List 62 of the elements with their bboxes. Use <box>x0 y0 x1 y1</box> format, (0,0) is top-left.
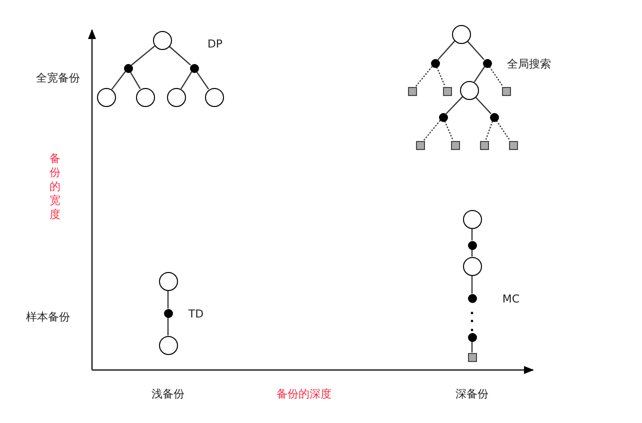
axis-label: 深备份 <box>456 387 488 401</box>
connector-line <box>466 40 484 60</box>
connector-line <box>489 66 504 87</box>
connector-line <box>168 46 191 66</box>
connector-line <box>415 66 433 87</box>
connector-line <box>444 120 454 141</box>
square-marker <box>450 140 460 150</box>
open-circle <box>136 88 154 106</box>
connector-line <box>471 228 473 240</box>
connector-line <box>423 120 441 141</box>
axis-label: 样本备份 <box>26 310 70 324</box>
open-circle <box>158 336 178 354</box>
filled-dot <box>124 64 132 72</box>
axis-label: 浅备份 <box>152 387 184 401</box>
connector-line <box>475 96 492 114</box>
connector-line <box>496 120 510 141</box>
axis-label: 备份的宽度 <box>49 152 61 222</box>
connector-line <box>111 71 126 90</box>
square-marker <box>416 140 424 150</box>
connector-line <box>131 46 156 66</box>
filled-dot <box>430 58 440 68</box>
connector-line <box>471 276 473 294</box>
open-circle <box>460 80 478 100</box>
axis-label: 备份的深度 <box>276 387 332 401</box>
connector-line <box>436 66 446 87</box>
open-circle <box>158 272 178 290</box>
open-circle <box>452 24 470 44</box>
connector-line <box>446 96 463 114</box>
method-label: DP <box>207 37 223 51</box>
filled-dot <box>190 64 198 72</box>
connector-line <box>180 72 192 90</box>
filled-dot <box>468 240 476 250</box>
square-marker <box>480 140 488 150</box>
filled-dot <box>468 332 476 342</box>
axis-label: 全宽备份 <box>36 71 80 85</box>
open-circle <box>462 256 482 276</box>
square-marker <box>508 140 518 150</box>
connector-line <box>130 72 141 90</box>
open-circle <box>96 88 116 106</box>
square-marker <box>408 86 416 96</box>
method-label: MC <box>502 292 520 306</box>
connector-line <box>471 342 473 352</box>
connector-line <box>438 40 456 60</box>
open-circle <box>204 88 224 106</box>
method-label: TD <box>188 307 204 321</box>
connector-line <box>485 121 494 141</box>
open-circle <box>166 88 186 106</box>
square-marker <box>502 86 510 96</box>
filled-dot <box>490 112 498 122</box>
square-marker <box>442 86 452 96</box>
filled-dot <box>438 112 448 122</box>
connector-line <box>196 71 210 90</box>
connector-line <box>474 66 485 82</box>
filled-dot <box>164 308 172 318</box>
connector-line <box>167 290 169 308</box>
filled-dot <box>468 294 476 302</box>
square-marker <box>468 352 476 362</box>
method-label: 全局搜索 <box>507 57 551 71</box>
connector-line <box>167 318 169 336</box>
open-circle <box>152 30 172 50</box>
filled-dot <box>482 58 492 68</box>
open-circle <box>462 210 482 228</box>
